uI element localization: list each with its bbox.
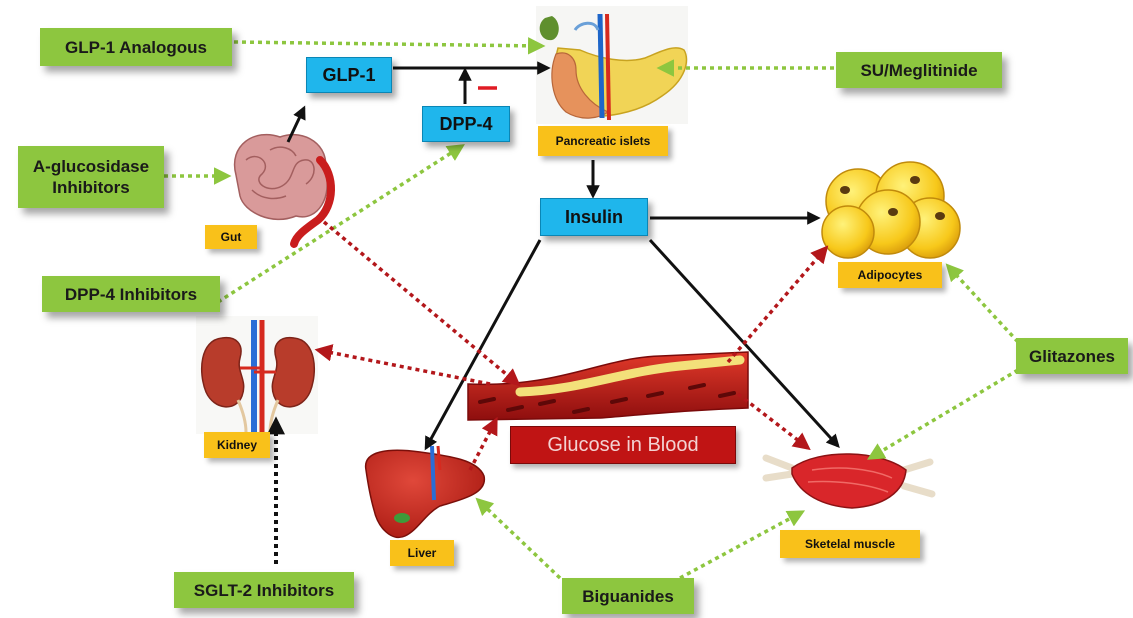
- glitazones-label: Glitazones: [1029, 346, 1115, 367]
- liver-text: Liver: [408, 546, 437, 560]
- glitazones-box: Glitazones: [1016, 338, 1128, 374]
- kidney-label: Kidney: [204, 432, 270, 458]
- kidney-icon: [196, 316, 318, 434]
- su-meglitinide-box: SU/Meglitinide: [836, 52, 1002, 88]
- dotted-glitazones-to-adipocytes: [948, 266, 1018, 342]
- blood-vessel-icon: [468, 352, 748, 420]
- liver-icon: [366, 446, 485, 537]
- dotted-blood-to-kidney: [318, 350, 490, 384]
- insulin-label: Insulin: [565, 207, 623, 228]
- dotted-glitazones-to-muscle: [870, 370, 1018, 458]
- adipocytes-text: Adipocytes: [858, 268, 923, 282]
- pancreatic-islets-text: Pancreatic islets: [556, 134, 651, 148]
- pancreas-icon: [536, 6, 688, 124]
- su-meglitinide-label: SU/Meglitinide: [860, 60, 977, 81]
- biguanides-box: Biguanides: [562, 578, 694, 614]
- liver-label: Liver: [390, 540, 454, 566]
- biguanides-label: Biguanides: [582, 586, 674, 607]
- dpp4-inhibitors-box: DPP-4 Inhibitors: [42, 276, 220, 312]
- adipocytes-icon: [822, 162, 960, 258]
- skeletal-muscle-text: Sketelal muscle: [805, 537, 895, 551]
- dotted-gut-to-blood: [324, 222, 518, 384]
- dotted-liver-to-blood: [470, 420, 496, 470]
- pancreatic-islets-label: Pancreatic islets: [538, 126, 668, 156]
- dotted-blood-to-adipocytes: [728, 248, 826, 362]
- sglt2-inhibitors-label: SGLT-2 Inhibitors: [194, 580, 334, 601]
- sglt2-inhibitors-box: SGLT-2 Inhibitors: [174, 572, 354, 608]
- glucose-in-blood-box: Glucose in Blood: [510, 426, 736, 464]
- glp1-analogous-label: GLP-1 Analogous: [65, 37, 207, 58]
- dpp4-box: DPP-4: [422, 106, 510, 142]
- kidney-text: Kidney: [217, 438, 257, 452]
- muscle-icon: [766, 454, 932, 508]
- a-glucosidase-label: A-glucosidase Inhibitors: [28, 156, 154, 198]
- glucose-in-blood-label: Glucose in Blood: [547, 434, 698, 457]
- gut-label: Gut: [205, 225, 257, 249]
- glp1-analogous-box: GLP-1 Analogous: [40, 28, 232, 66]
- dotted-glp1analog-to-pancreas: [234, 42, 542, 46]
- dpp4-inhibitors-label: DPP-4 Inhibitors: [65, 284, 197, 305]
- adipocytes-label: Adipocytes: [838, 262, 942, 288]
- skeletal-muscle-label: Sketelal muscle: [780, 530, 920, 558]
- dotted-biguanides-to-liver: [478, 500, 560, 578]
- glp1-box: GLP-1: [306, 57, 392, 93]
- a-glucosidase-box: A-glucosidase Inhibitors: [18, 146, 164, 208]
- glp1-label: GLP-1: [322, 65, 375, 86]
- insulin-box: Insulin: [540, 198, 648, 236]
- gut-text: Gut: [221, 230, 242, 244]
- dpp4-label: DPP-4: [439, 114, 492, 135]
